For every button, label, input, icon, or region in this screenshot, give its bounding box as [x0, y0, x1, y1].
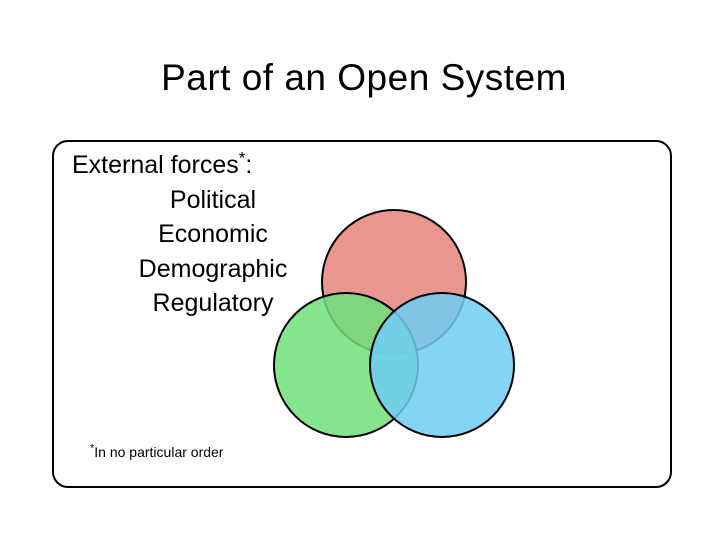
force-item-political: Political	[169, 185, 257, 214]
footnote-text: In no particular order	[94, 444, 224, 460]
footnote-marker: *	[90, 442, 95, 455]
external-forces-heading-colon: :	[245, 151, 253, 179]
page-title: Part of an Open System	[161, 57, 567, 98]
footnote: *In no particular order	[90, 442, 224, 460]
external-forces-heading-label: External forces	[72, 151, 239, 179]
external-forces-block: External forces*: Political Economic Dem…	[68, 148, 358, 321]
force-item-economic: Economic	[158, 220, 268, 248]
external-forces-heading-marker: *	[238, 148, 246, 168]
venn-diagram	[244, 202, 534, 457]
content-box: External forces*: Political Economic Dem…	[52, 140, 672, 488]
venn-right-circle	[369, 292, 515, 438]
force-item-regulatory: Regulatory	[152, 289, 274, 317]
external-forces-heading: External forces*:	[68, 148, 358, 183]
force-item-demographic: Demographic	[138, 254, 288, 283]
